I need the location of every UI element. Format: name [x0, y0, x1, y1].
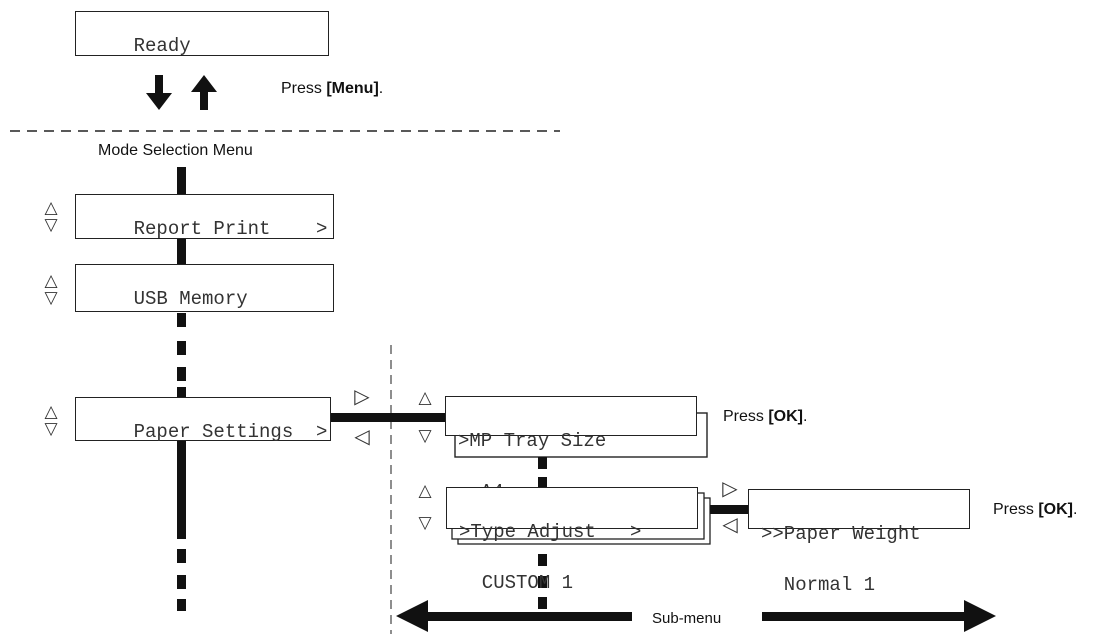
down-arrow-icon	[146, 75, 172, 110]
main-connector-3	[177, 441, 186, 539]
up-down-triangle-icon: △▽	[44, 271, 58, 308]
submenu-right-arrow-icon	[762, 600, 996, 632]
up-down-triangle-icon: △▽	[44, 198, 58, 235]
submenu-connector-dot	[538, 597, 547, 609]
ok-key-label: [OK]	[768, 408, 803, 425]
main-connector-dot	[177, 575, 186, 589]
submenu-left-arrow-icon	[396, 600, 632, 632]
menu-item-paper-settings: Paper Settings >	[75, 397, 331, 442]
mode-selection-label: Mode Selection Menu	[98, 142, 253, 159]
main-connector-dot	[177, 387, 186, 399]
left-triangle-icon: ◁	[354, 424, 370, 448]
submenu-connector-dot	[538, 554, 547, 566]
main-connector-dot	[177, 341, 186, 355]
submenu-label: Sub-menu	[652, 610, 722, 627]
submenu-connector-dot	[538, 576, 547, 588]
type-to-weight-connector	[710, 505, 749, 514]
up-triangle-icon: △	[418, 388, 432, 408]
submenu-connector-dot	[538, 477, 547, 487]
menu-item-usb-memory: USB Memory	[75, 264, 334, 312]
press-menu-instruction: Press [Menu].	[281, 80, 384, 97]
up-down-triangle-icon: △▽	[44, 402, 58, 439]
subsubmenu-item-paper-weight: >>Paper Weight Normal 1	[748, 489, 970, 595]
ready-display: Ready	[75, 11, 329, 56]
up-arrow-icon	[191, 75, 217, 110]
submenu-item-type-adjust: >Type Adjust > CUSTOM 1	[446, 487, 698, 593]
down-triangle-icon: ▽	[418, 513, 432, 533]
main-connector-1	[177, 167, 186, 195]
main-connector-dot	[177, 599, 186, 611]
up-triangle-icon: △	[418, 481, 432, 501]
menu-key-label: [Menu]	[326, 80, 379, 97]
main-connector-dot	[177, 313, 186, 327]
submenu-connector-dot	[538, 457, 547, 469]
paper-to-submenu-connector	[331, 413, 446, 422]
right-triangle-icon: ▷	[354, 384, 370, 408]
down-triangle-icon: ▽	[418, 426, 432, 446]
submenu-item-mp-tray-size: >MP Tray Size A4	[445, 396, 697, 502]
ready-text: Ready	[133, 35, 191, 57]
main-connector-dot	[177, 367, 186, 381]
right-triangle-icon: ▷	[722, 476, 738, 500]
left-triangle-icon: ◁	[722, 512, 738, 536]
press-ok-instruction-2: Press [OK].	[993, 501, 1078, 518]
ok-key-label-2: [OK]	[1038, 501, 1073, 518]
main-connector-dot	[177, 549, 186, 563]
menu-item-report-print: Report Print >	[75, 194, 334, 239]
main-connector-2	[177, 237, 186, 267]
press-ok-instruction: Press [OK].	[723, 408, 808, 425]
